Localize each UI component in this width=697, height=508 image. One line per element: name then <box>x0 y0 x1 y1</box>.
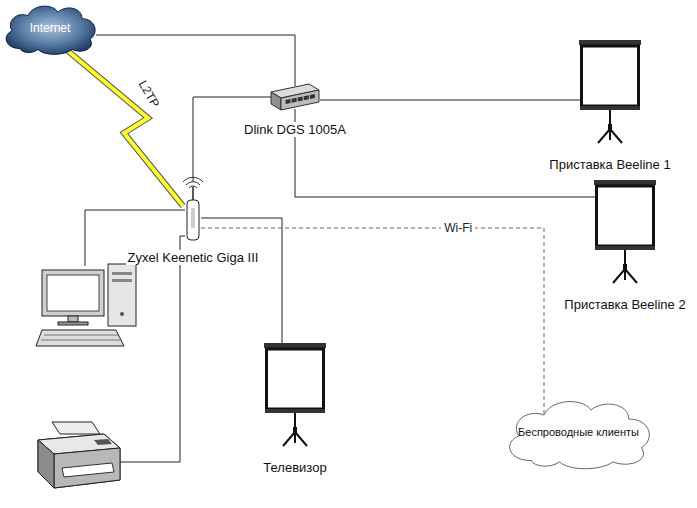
device-label: Телевизор <box>261 460 328 475</box>
device-node: Приставка Beeline 2 <box>562 180 687 312</box>
projector-screen-icon <box>579 40 641 145</box>
device-label: Приставка Beeline 2 <box>562 297 687 312</box>
device-label: Dlink DGS 1005A <box>242 122 348 137</box>
connector <box>62 46 183 206</box>
connector-line <box>320 100 580 101</box>
router-icon <box>185 182 201 242</box>
cloud-node: Internet <box>0 0 100 56</box>
device-label: Приставка Beeline 1 <box>547 157 672 172</box>
connector-label: Wi-Fi <box>441 221 475 235</box>
connector <box>201 218 282 343</box>
device-label: Zyxel Keenetic Giga III <box>126 250 261 265</box>
connector-line <box>96 35 295 86</box>
cloud-text-group: Internet <box>30 21 71 35</box>
cloud-text-group: Беспроводные клиенты <box>518 426 639 438</box>
device-node: Телевизор <box>261 343 328 475</box>
cloud-label: Internet <box>30 21 71 35</box>
switch-icon <box>269 80 321 112</box>
connector-line <box>193 97 271 182</box>
cloud-label: Беспроводные клиенты <box>518 426 639 438</box>
connector <box>193 97 271 182</box>
computer-icon <box>36 264 136 346</box>
printer-icon <box>38 422 120 488</box>
connector-line <box>201 218 282 343</box>
device-node: Dlink DGS 1005A <box>242 80 348 137</box>
projector-screen-icon <box>594 180 656 285</box>
device-node: Zyxel Keenetic Giga III <box>126 182 261 265</box>
connector <box>320 100 580 101</box>
connector <box>96 35 295 86</box>
connector-line <box>62 46 183 206</box>
projector-screen-icon <box>264 343 326 448</box>
device-node: Приставка Beeline 1 <box>547 40 672 172</box>
cloud-node: Беспроводные клиенты <box>500 393 657 471</box>
connector-outline <box>62 46 183 206</box>
